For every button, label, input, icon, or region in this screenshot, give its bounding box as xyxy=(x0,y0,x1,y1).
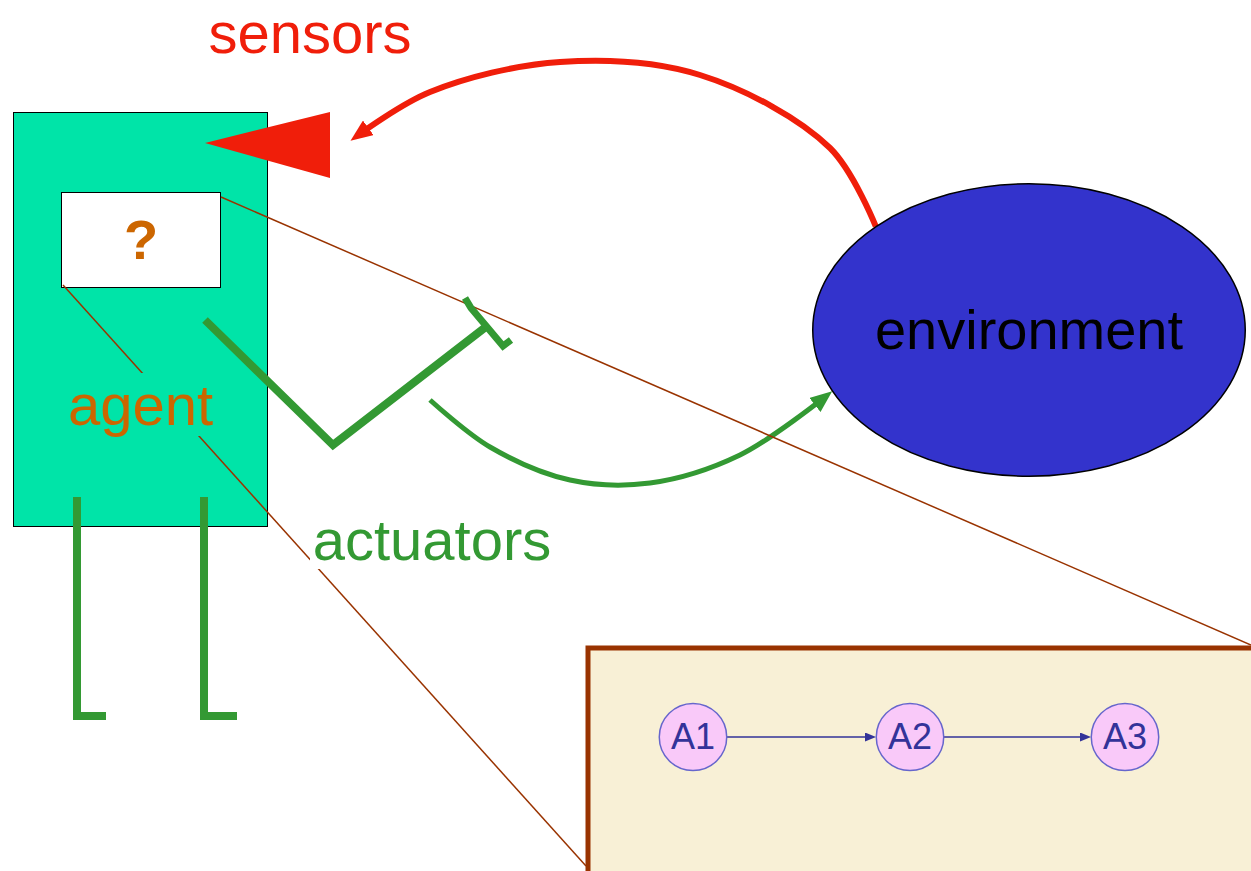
action-circle-shape xyxy=(659,703,726,770)
node-text: A3 xyxy=(1103,717,1147,757)
zoom-panel xyxy=(588,648,1251,871)
zoom-line xyxy=(221,197,1251,645)
node-text: A2 xyxy=(888,717,932,757)
unknown-box: ? xyxy=(61,192,221,288)
action-circle: A3 xyxy=(1091,703,1159,771)
agent-box: ? agent xyxy=(13,112,268,527)
action-circle-shape xyxy=(1091,703,1158,770)
sequence-arrow xyxy=(727,736,873,738)
sequence-arrow xyxy=(944,736,1088,738)
environment-ellipse: environment xyxy=(811,182,1247,478)
action-circle: A1 xyxy=(659,703,727,771)
node-text: ? xyxy=(124,209,158,271)
part-label: actuators xyxy=(310,511,555,569)
environment-ellipse-shape xyxy=(813,184,1246,476)
action-arrow xyxy=(430,398,824,486)
arm xyxy=(205,320,487,445)
leg xyxy=(77,497,106,716)
node-text: agent xyxy=(64,373,217,437)
action-circle: A2 xyxy=(876,703,944,771)
node-text: environment xyxy=(875,299,1183,361)
gripper xyxy=(465,298,511,346)
part-label: sensors xyxy=(205,4,414,62)
action-circle-shape xyxy=(876,703,943,770)
node-text: A1 xyxy=(671,717,715,757)
leg xyxy=(204,497,237,716)
sensor-triangle xyxy=(205,112,330,178)
zoom-line xyxy=(63,285,586,866)
sensor-arrow xyxy=(359,61,876,227)
